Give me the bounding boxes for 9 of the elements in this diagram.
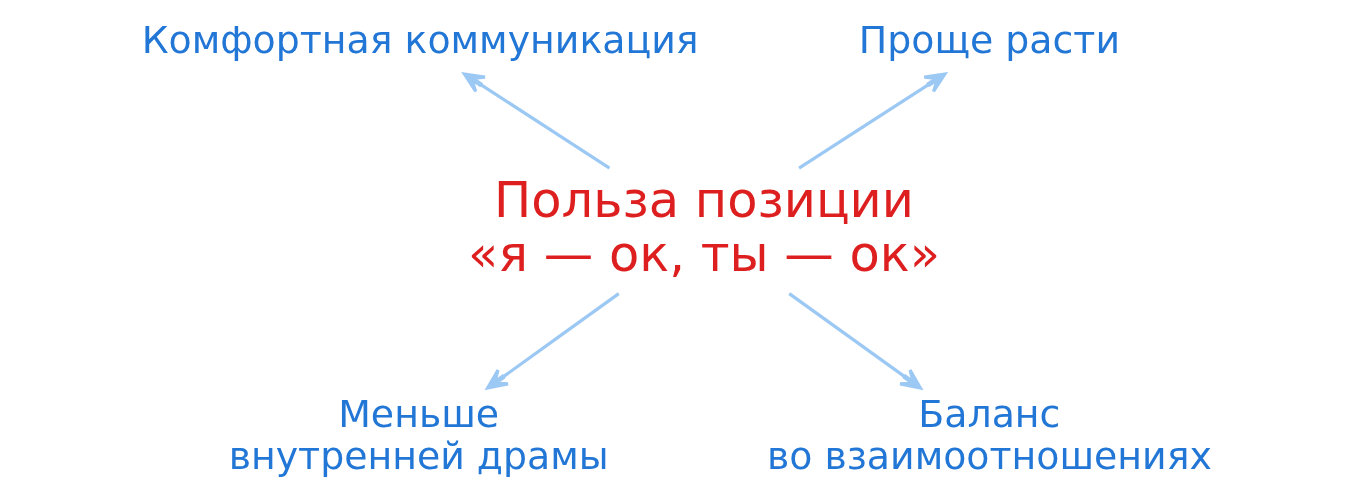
node-text: Баланс во взаимоотношениях	[766, 392, 1212, 479]
node-text: Польза позиции «я — ок, ты — ок»	[468, 170, 941, 283]
node-text: Проще расти	[858, 17, 1121, 62]
node-text: Комфортная коммуникация	[141, 17, 699, 62]
arrow	[486, 292, 620, 390]
arrow	[462, 72, 611, 170]
node-text: Меньше внутренней драмы	[228, 392, 609, 479]
arrow	[788, 292, 922, 390]
arrow	[798, 72, 947, 170]
